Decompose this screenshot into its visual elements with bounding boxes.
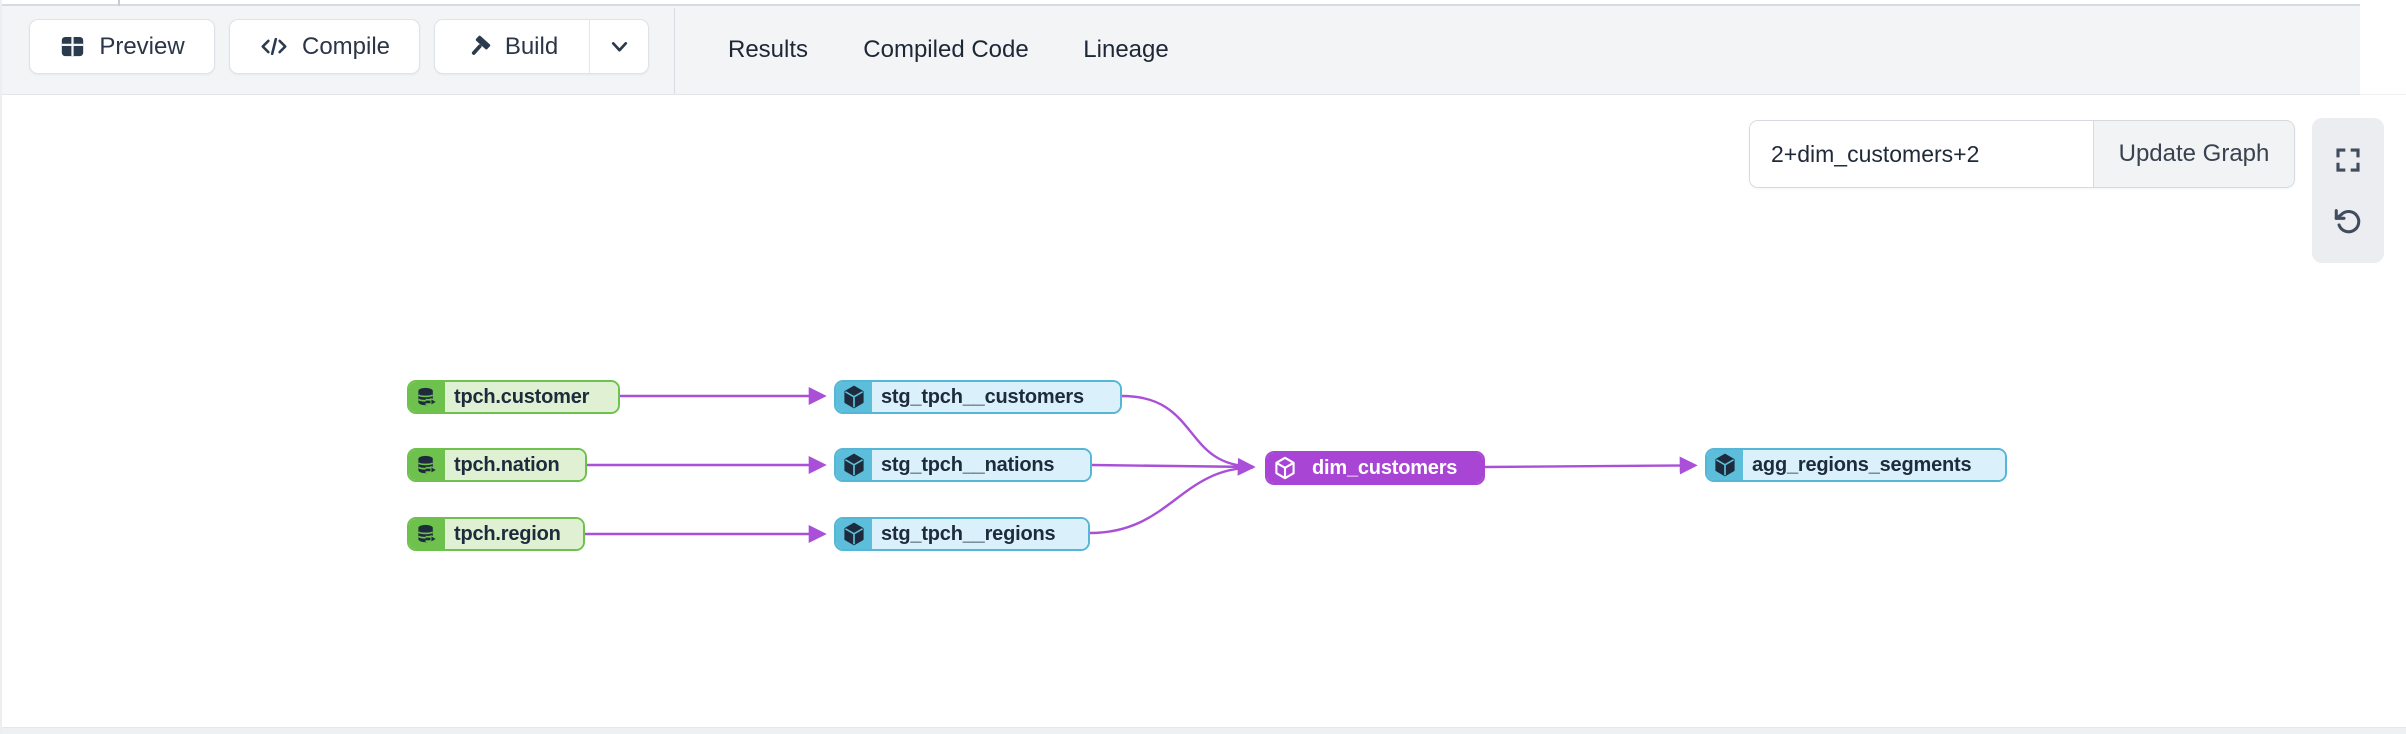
build-button-label: Build <box>504 32 559 60</box>
lineage-canvas[interactable]: Update Graph <box>2 95 2406 727</box>
tab-compiled-code[interactable]: Compiled Code <box>863 36 1029 63</box>
lineage-node-stg-tpch-nations[interactable]: stg_tpch__nations <box>834 448 1092 482</box>
node-label: stg_tpch__customers <box>872 382 1120 412</box>
build-options-button[interactable] <box>590 20 648 73</box>
hammer-icon <box>471 35 490 55</box>
edge-dim-to-agg <box>1484 456 1698 475</box>
package-icon <box>836 382 872 412</box>
code-icon <box>261 37 287 56</box>
lineage-node-stg-tpch-customers[interactable]: stg_tpch__customers <box>834 380 1122 414</box>
package-icon <box>1267 453 1303 483</box>
lineage-node-tpch-nation[interactable]: tpch.nation <box>407 448 587 482</box>
lineage-node-tpch-customer[interactable]: tpch.customer <box>407 380 620 414</box>
database-icon <box>409 450 445 480</box>
right-gutter <box>2360 0 2406 95</box>
lineage-edges <box>585 387 1698 543</box>
build-button[interactable]: Build <box>435 20 590 73</box>
node-label: stg_tpch__regions <box>872 519 1088 549</box>
editor-toolbar: Preview Compile Build <box>2 6 2362 101</box>
chevron-down-icon <box>611 42 627 52</box>
database-icon <box>409 519 445 549</box>
preview-button-label: Preview <box>99 32 185 60</box>
tab-lineage[interactable]: Lineage <box>1083 36 1169 63</box>
lineage-node-tpch-region[interactable]: tpch.region <box>407 517 585 551</box>
package-icon <box>1707 450 1743 480</box>
package-icon <box>836 519 872 549</box>
table-icon <box>62 36 84 57</box>
lineage-selector-input[interactable] <box>1750 121 2093 187</box>
graph-view-controls <box>2312 118 2384 263</box>
preview-button[interactable]: Preview <box>29 19 215 74</box>
node-label: tpch.nation <box>445 450 585 480</box>
reset-view-button[interactable] <box>2325 198 2371 244</box>
node-label: agg_regions_segments <box>1743 450 2005 480</box>
fullscreen-icon <box>2336 148 2360 172</box>
build-split-button: Build <box>434 19 649 74</box>
tab-results[interactable]: Results <box>727 36 809 63</box>
edge-stgnations-to-dim <box>1091 457 1256 476</box>
edge-stgcustomers-to-dim <box>1121 394 1254 468</box>
bottom-strip <box>2 727 2406 734</box>
node-label: tpch.region <box>445 519 583 549</box>
file-tab-divider <box>118 0 120 6</box>
update-graph-button[interactable]: Update Graph <box>2093 121 2294 187</box>
lineage-node-stg-tpch-regions[interactable]: stg_tpch__regions <box>834 517 1090 551</box>
lineage-selector-group: Update Graph <box>1749 120 2295 188</box>
package-icon <box>836 450 872 480</box>
lineage-node-agg-regions-segments[interactable]: agg_regions_segments <box>1705 448 2007 482</box>
node-label: tpch.customer <box>445 382 618 412</box>
toolbar-separator <box>674 8 675 94</box>
reset-view-icon <box>2334 208 2361 234</box>
edge-stgregions-to-dim <box>1089 466 1254 535</box>
fullscreen-button[interactable] <box>2325 137 2371 183</box>
compile-button[interactable]: Compile <box>229 19 420 74</box>
lineage-node-dim-customers[interactable]: dim_customers <box>1265 451 1485 485</box>
database-icon <box>409 382 445 412</box>
compile-button-label: Compile <box>301 32 391 60</box>
node-label: stg_tpch__nations <box>872 450 1090 480</box>
node-label: dim_customers <box>1303 453 1483 483</box>
file-tab-strip <box>2 0 2362 6</box>
